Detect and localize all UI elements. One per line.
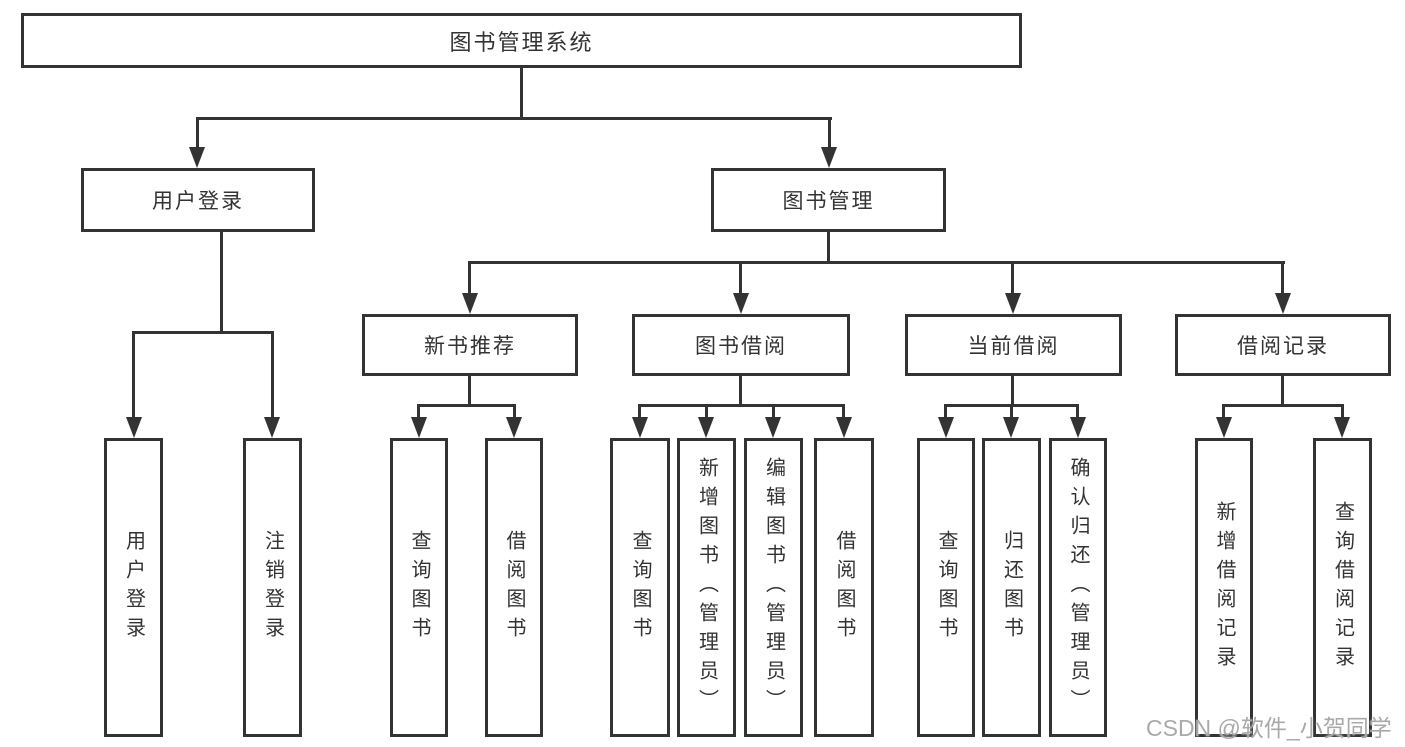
arrow-to-book-borrow <box>733 293 749 314</box>
node-current-borrow-label: 当前借阅 <box>967 335 1060 358</box>
connector-recommend-arm-1 <box>417 404 420 420</box>
leaf-confirm-return-admin: 确认归还（管理员） <box>1049 438 1107 737</box>
connector-root-branch <box>196 117 832 120</box>
connector-user-login-arm-2 <box>271 331 274 418</box>
node-book-management: 图书管理 <box>711 168 946 232</box>
connector-root-arm-left <box>196 117 199 148</box>
arrow-to-book-management <box>821 147 837 168</box>
arrow-to-leaf-logout <box>264 417 280 438</box>
connector-records-arm-2 <box>1341 404 1344 420</box>
leaf-add-borrow-record-label: 新增借阅记录 <box>1213 500 1235 675</box>
leaf-borrow-books-label: 借阅图书 <box>833 529 855 646</box>
connector-book-mgmt-branch <box>468 261 1285 264</box>
leaf-return-books: 归还图书 <box>982 438 1041 737</box>
leaf-return-books-label: 归还图书 <box>1000 529 1023 646</box>
node-user-login: 用户登录 <box>81 168 315 232</box>
connector-user-login-branch <box>132 331 274 334</box>
node-book-borrow: 图书借阅 <box>632 314 850 376</box>
leaf-logout: 注销登录 <box>243 438 302 737</box>
leaf-add-books-admin: 新增图书（管理员） <box>677 438 736 737</box>
connector-root-arm-right <box>828 117 831 148</box>
connector-records-arm-1 <box>1222 404 1225 420</box>
leaf-query-borrow-record: 查询借阅记录 <box>1313 438 1372 737</box>
connector-current-stem <box>1011 376 1014 407</box>
arrow-to-new-book-recommend <box>462 293 478 314</box>
arrow-to-leaf-current-query <box>938 417 954 438</box>
arrow-to-user-login <box>189 147 205 168</box>
leaf-edit-books-admin: 编辑图书（管理员） <box>744 438 803 737</box>
arrow-to-leaf-borrow-query <box>632 417 648 438</box>
connector-book-mgmt-arm-4 <box>1281 261 1284 294</box>
node-new-book-recommend-label: 新书推荐 <box>424 335 516 358</box>
arrow-to-leaf-user-login <box>126 417 142 438</box>
arrow-to-leaf-borrow-books <box>836 417 852 438</box>
connector-book-mgmt-arm-1 <box>468 261 471 294</box>
leaf-confirm-return-admin-label: 确认归还（管理员） <box>1067 457 1089 718</box>
node-borrow-records: 借阅记录 <box>1175 314 1391 376</box>
leaf-recommend-query-books: 查询图书 <box>390 438 448 737</box>
node-root: 图书管理系统 <box>21 13 1022 68</box>
arrow-to-leaf-add-record <box>1216 417 1232 438</box>
node-book-borrow-label: 图书借阅 <box>695 335 787 358</box>
arrow-to-leaf-add-books <box>698 417 714 438</box>
connector-recommend-branch <box>417 404 516 407</box>
leaf-edit-books-admin-label: 编辑图书（管理员） <box>762 457 785 718</box>
leaf-recommend-query-books-label: 查询图书 <box>408 529 430 646</box>
leaf-borrow-query-books-label: 查询图书 <box>629 529 651 646</box>
leaf-add-books-admin-label: 新增图书（管理员） <box>695 457 718 718</box>
node-book-management-label: 图书管理 <box>782 190 875 213</box>
node-new-book-recommend: 新书推荐 <box>362 314 578 376</box>
csdn-watermark: CSDN @软件_小贺同学 <box>1146 715 1392 741</box>
connector-book-mgmt-arm-3 <box>1011 261 1014 294</box>
arrow-to-leaf-edit-books <box>765 417 781 438</box>
connector-root-stem <box>520 68 523 120</box>
leaf-current-query-books: 查询图书 <box>917 438 975 737</box>
arrow-to-leaf-query-record <box>1334 417 1350 438</box>
arrow-to-borrow-records <box>1275 293 1291 314</box>
leaf-recommend-borrow-books: 借阅图书 <box>485 438 543 737</box>
connector-borrow-arm-3 <box>772 404 775 420</box>
connector-borrow-arm-2 <box>705 404 708 420</box>
arrow-to-leaf-recommend-borrow <box>506 417 522 438</box>
arrow-to-leaf-return-books <box>1003 417 1019 438</box>
node-borrow-records-label: 借阅记录 <box>1237 335 1329 358</box>
leaf-user-login: 用户登录 <box>104 438 163 737</box>
connector-current-arm-2 <box>1010 404 1013 420</box>
arrow-to-leaf-confirm-return <box>1070 417 1086 438</box>
leaf-borrow-books: 借阅图书 <box>814 438 874 737</box>
leaf-borrow-query-books: 查询图书 <box>610 438 670 737</box>
connector-user-login-arm-1 <box>132 331 135 418</box>
connector-borrow-branch <box>638 404 845 407</box>
arrow-to-current-borrow <box>1005 293 1021 314</box>
connector-borrow-arm-4 <box>842 404 845 420</box>
node-current-borrow: 当前借阅 <box>905 314 1122 376</box>
node-user-login-label: 用户登录 <box>152 190 244 213</box>
arrow-to-leaf-recommend-query <box>411 417 427 438</box>
leaf-add-borrow-record: 新增借阅记录 <box>1195 438 1253 737</box>
connector-borrow-arm-1 <box>638 404 641 420</box>
connector-recommend-stem <box>468 376 471 407</box>
connector-user-login-stem <box>220 232 223 334</box>
connector-records-branch <box>1222 404 1343 407</box>
connector-borrow-stem <box>739 376 742 407</box>
connector-recommend-arm-2 <box>513 404 516 420</box>
node-root-label: 图书管理系统 <box>449 29 594 55</box>
leaf-logout-label: 注销登录 <box>261 529 284 646</box>
leaf-recommend-borrow-books-label: 借阅图书 <box>503 529 525 646</box>
connector-records-stem <box>1281 376 1284 407</box>
connector-current-arm-1 <box>944 404 947 420</box>
connector-current-arm-3 <box>1076 404 1079 420</box>
connector-book-mgmt-arm-2 <box>739 261 742 294</box>
leaf-current-query-books-label: 查询图书 <box>935 529 957 646</box>
connector-book-mgmt-stem <box>827 232 830 264</box>
leaf-query-borrow-record-label: 查询借阅记录 <box>1331 500 1354 675</box>
leaf-user-login-label: 用户登录 <box>122 529 145 646</box>
